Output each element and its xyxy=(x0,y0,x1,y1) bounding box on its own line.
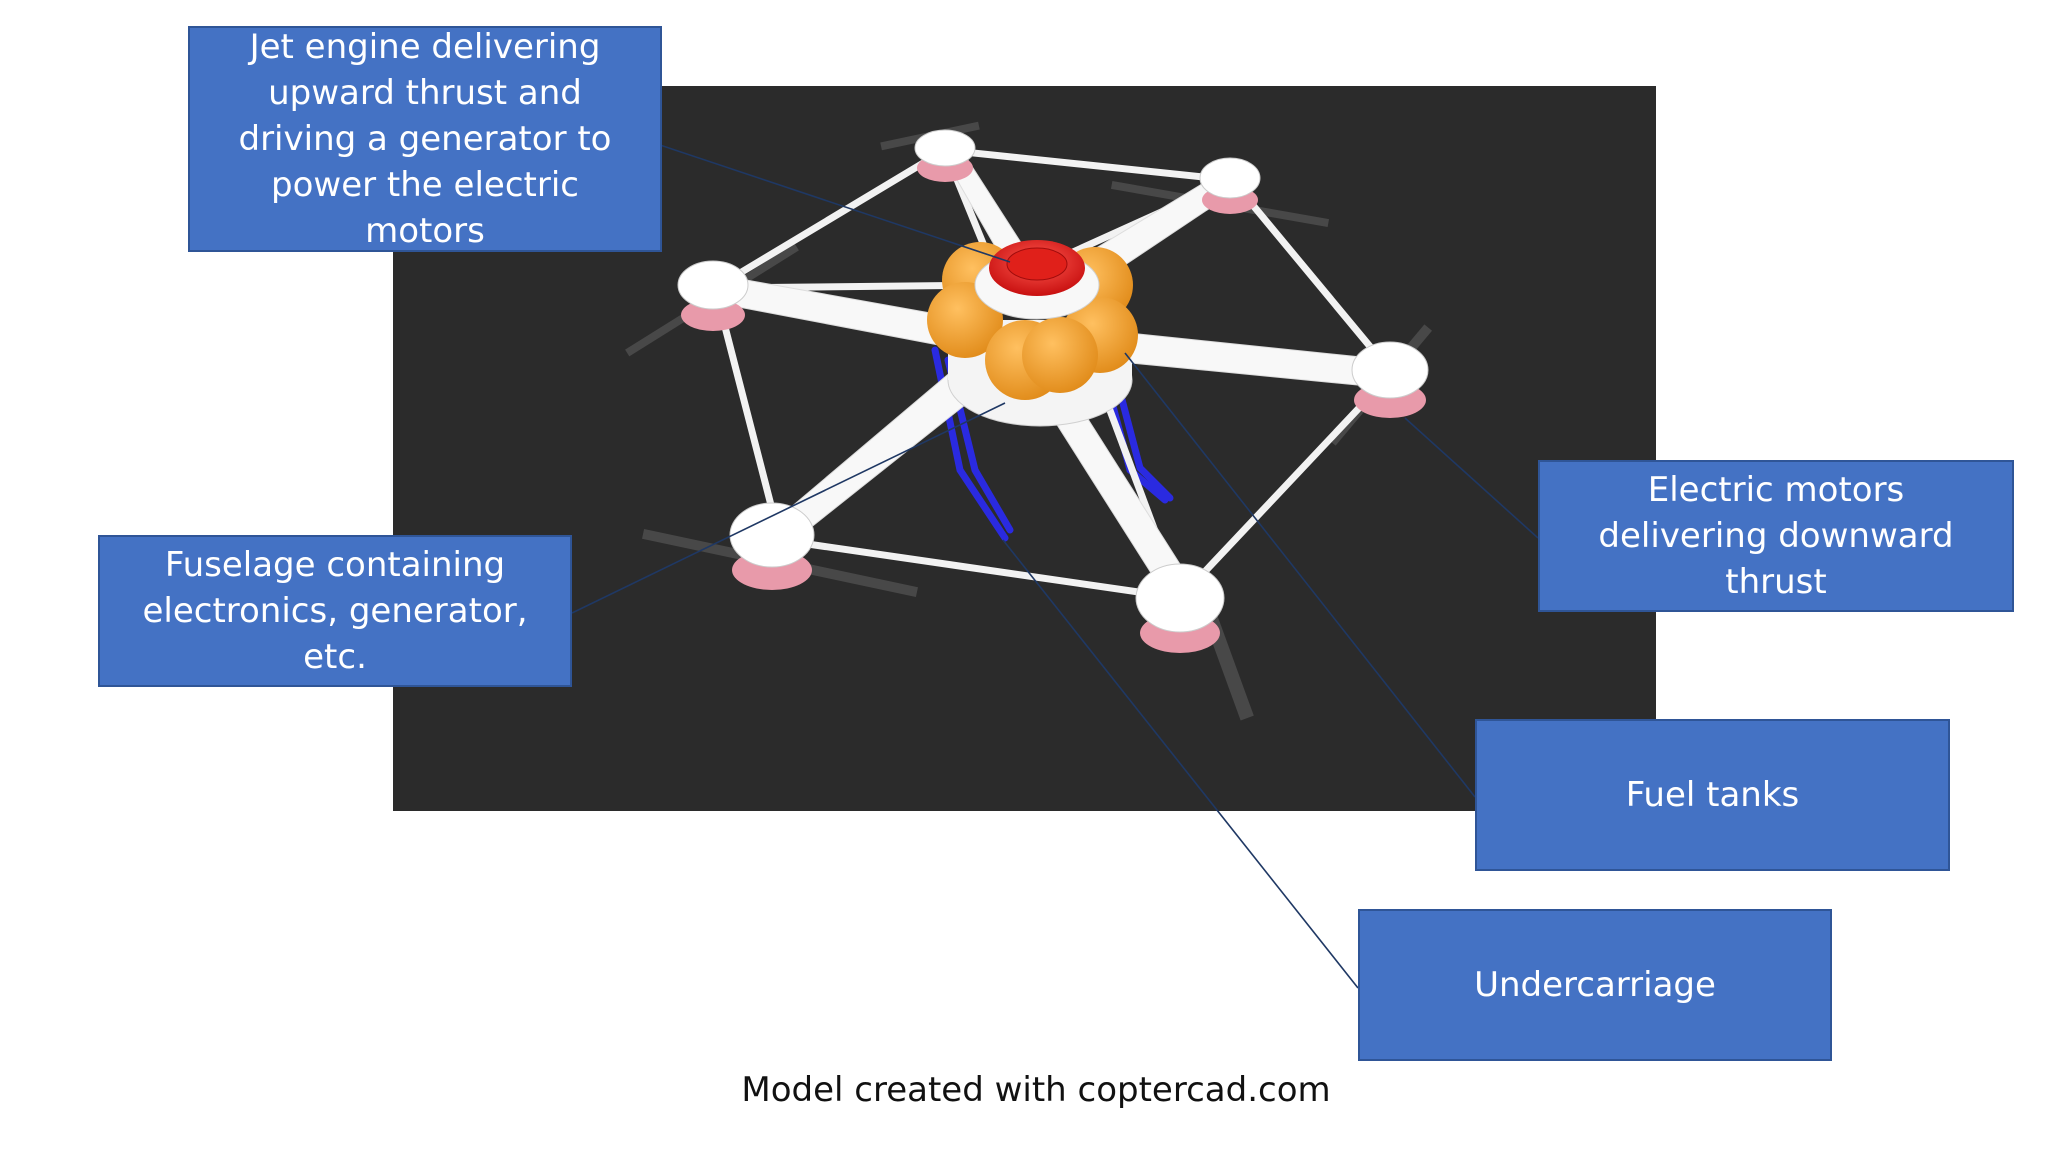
label-electric-motors: Electric motors delivering downward thru… xyxy=(1538,460,2014,612)
leader-line-fuselage xyxy=(571,402,1006,614)
motor-pod xyxy=(1351,341,1429,418)
leader-line-jet-engine xyxy=(659,144,1011,263)
leader-lines xyxy=(571,144,1539,989)
motor-pod xyxy=(914,129,976,182)
motor-pod xyxy=(1135,563,1225,653)
leader-line-undercarriage xyxy=(1002,539,1359,989)
jet-engine xyxy=(974,240,1100,320)
leader-line-electric-motors xyxy=(1404,417,1539,539)
motor-pod xyxy=(729,502,815,590)
label-fuel-tanks: Fuel tanks xyxy=(1475,719,1950,871)
leader-line-fuel-tanks xyxy=(1124,352,1476,798)
label-fuselage: Fuselage containing electronics, generat… xyxy=(98,535,572,687)
caption: Model created with coptercad.com xyxy=(741,1070,1331,1110)
electric-motor-pods xyxy=(677,129,1429,653)
motor-pod xyxy=(1199,157,1261,214)
fuel-tank xyxy=(1022,317,1098,393)
label-jet-engine: Jet engine delivering upward thrust and … xyxy=(188,26,662,252)
label-undercarriage: Undercarriage xyxy=(1358,909,1832,1061)
motor-pod xyxy=(677,260,749,331)
